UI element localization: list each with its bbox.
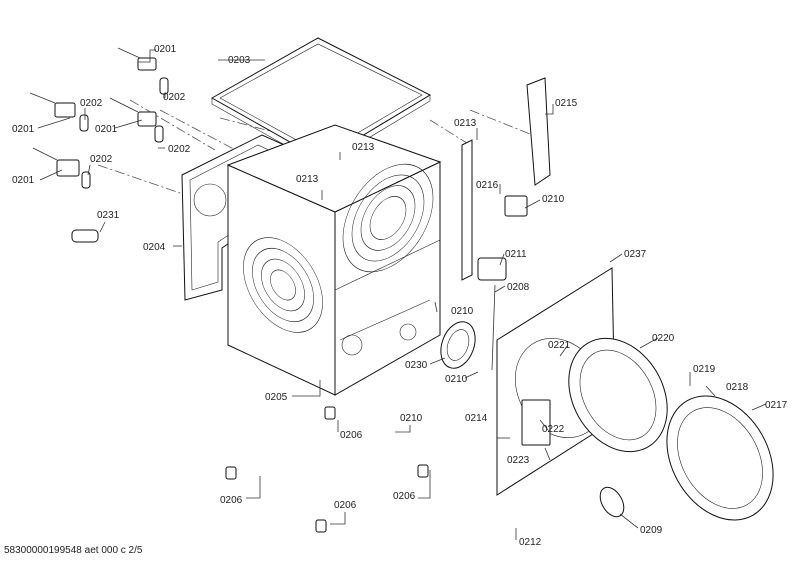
callout-0206: 0206 xyxy=(340,430,363,441)
callout-0206: 0206 xyxy=(220,495,243,506)
feet xyxy=(225,406,429,533)
document-code: 58300000199548 aet 000 c 2/5 xyxy=(4,545,143,556)
callout-0215: 0215 xyxy=(555,98,578,109)
callout-0213: 0213 xyxy=(454,118,477,129)
callout-0213: 0213 xyxy=(352,142,375,153)
callout-0222: 0222 xyxy=(542,424,565,435)
callout-0210: 0210 xyxy=(445,374,468,385)
callout-0214: 0214 xyxy=(465,413,488,424)
callout-0205: 0205 xyxy=(265,392,288,403)
callout-0223: 0223 xyxy=(507,455,530,466)
hinge-parts xyxy=(29,47,169,243)
callout-0202: 0202 xyxy=(90,154,113,165)
callout-0211: 0211 xyxy=(505,249,527,260)
callout-labels: 0201 0202 0203 0201 0202 0201 0202 0201 … xyxy=(12,44,788,548)
callout-0221: 0221 xyxy=(548,340,571,351)
callout-0201: 0201 xyxy=(154,44,177,55)
callout-0208: 0208 xyxy=(507,282,530,293)
callout-0202: 0202 xyxy=(80,98,103,109)
callout-0218: 0218 xyxy=(726,382,749,393)
callout-0217: 0217 xyxy=(765,400,788,411)
callout-0212: 0212 xyxy=(519,537,542,548)
callout-0210: 0210 xyxy=(400,413,423,424)
callout-0209: 0209 xyxy=(640,525,663,536)
callout-0216: 0216 xyxy=(476,180,499,191)
callout-0206: 0206 xyxy=(334,500,357,511)
door-rings xyxy=(568,337,774,521)
callout-0201: 0201 xyxy=(12,124,35,135)
callout-0219: 0219 xyxy=(693,364,716,375)
callout-0201: 0201 xyxy=(12,175,35,186)
callout-0231: 0231 xyxy=(97,210,120,221)
callout-0204: 0204 xyxy=(143,242,166,253)
callout-0210: 0210 xyxy=(451,306,474,317)
motor-mount-ring xyxy=(440,321,476,369)
callout-0213: 0213 xyxy=(296,174,319,185)
callout-0203: 0203 xyxy=(228,55,251,66)
cabinet-housing xyxy=(226,124,442,396)
callout-0206: 0206 xyxy=(393,491,416,502)
top-cover xyxy=(210,37,432,167)
callout-0210: 0210 xyxy=(542,194,565,205)
callout-0220: 0220 xyxy=(652,333,675,344)
callout-0202: 0202 xyxy=(168,144,191,155)
leader-lines xyxy=(37,49,767,540)
callout-0201: 0201 xyxy=(95,124,118,135)
callout-0230: 0230 xyxy=(405,360,428,371)
wiring-bracket xyxy=(461,77,551,371)
callout-0202: 0202 xyxy=(163,92,186,103)
callout-0237: 0237 xyxy=(624,249,647,260)
